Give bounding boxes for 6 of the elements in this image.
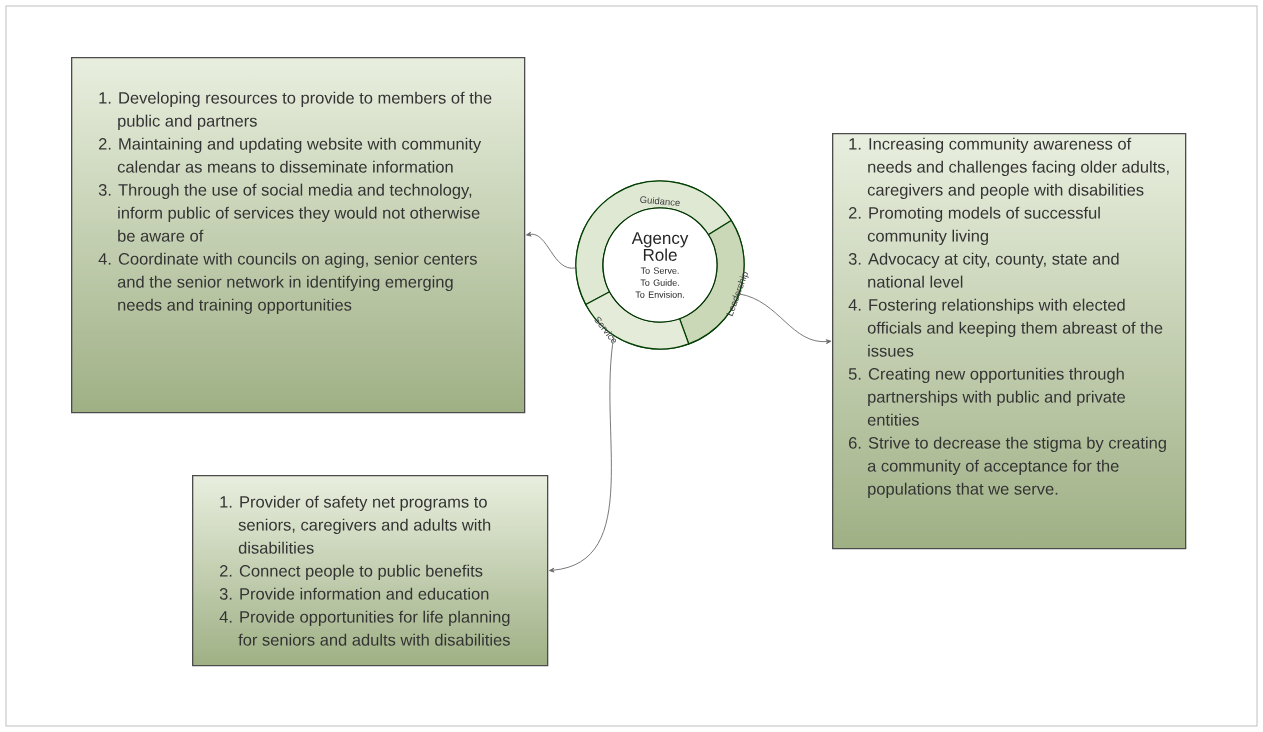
arrow [739, 293, 832, 345]
arrow [549, 335, 615, 573]
arrow [525, 231, 576, 269]
text-box: 1. Provider of safety net programs to seniors, caregivers and adults with disabilities 2. Connect people to public benefits 3. Provide information and education 4. Provide opportunities for life planning for seniors and adults with disabilities [192, 475, 549, 667]
text-box: 1. Increasing community awareness of needs and challenges facing older adults, caregivers and people with disabilities 2. Promoting models of successful community living 3. Advocacy at city, county, state and national level 4. Fostering relationships with elected officials and keeping them abreast of the issues 5. Creating new opportunities through partnerships with public and private entities 6. Strive to decrease the stigma by creating a community of acceptance for the populations that we serve. [832, 133, 1187, 550]
text-box: 1. Developing resources to provide to members of the public and partners 2. Maintaining and updating website with community calendar as means to disseminate information 3. Through the use of social media and technology, inform public of services they would not otherwise be aware of 4. Coordinate with councils on aging, senior centers and the senior network in identifying emerging needs and training opportunities [71, 57, 526, 414]
